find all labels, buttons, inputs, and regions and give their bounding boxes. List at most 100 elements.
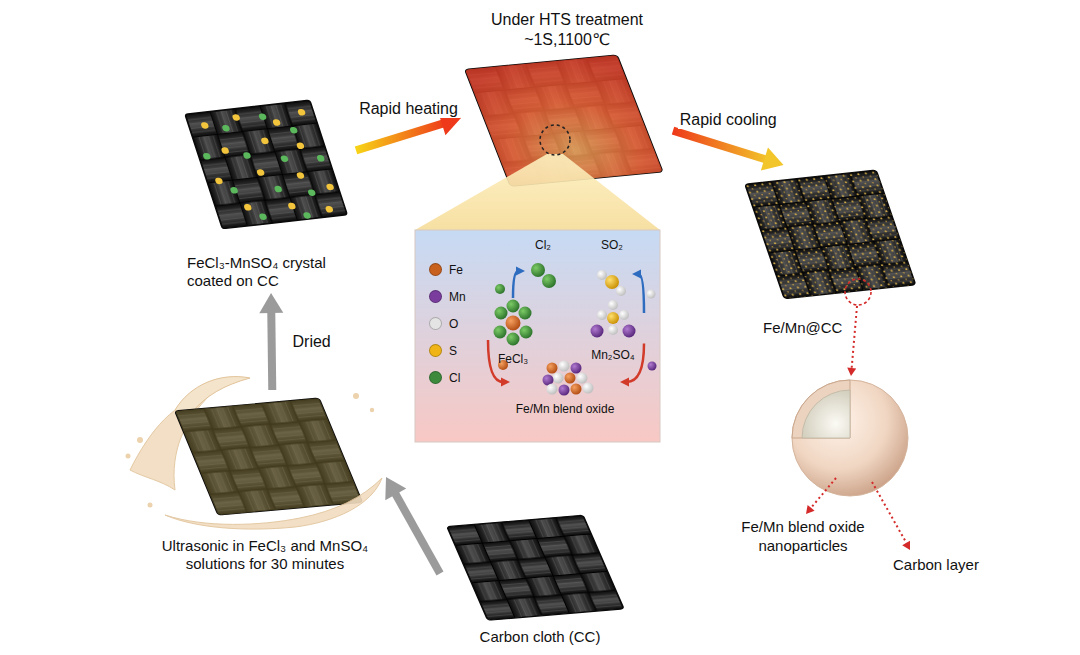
solution-splash-part: [370, 408, 374, 412]
carbon-cloth: [447, 515, 624, 620]
fecl3-cluster-part: [507, 333, 520, 346]
leader-arrow-part: [872, 482, 907, 544]
crystal-cloth-part-part: [297, 109, 306, 116]
process-arrow: [393, 490, 440, 573]
mnso4-cluster-part: [608, 300, 618, 310]
solution-splash: [126, 377, 375, 508]
molecule-group: Mn₂SO₄: [582, 296, 644, 364]
cl2-molecule: [531, 263, 556, 288]
so2-molecule-part: [616, 286, 626, 296]
crystal-cloth-part-part: [303, 212, 312, 219]
mnso4-cluster-part: [591, 325, 604, 338]
released-atom: [495, 284, 657, 371]
legend-row: O: [429, 310, 466, 337]
core-shell-particle-part: [792, 380, 908, 496]
step-label: Dried: [291, 332, 333, 351]
mnso4-cluster-part: [608, 325, 618, 335]
solution-splash-part: [148, 503, 153, 508]
molecule-label: Mn₂SO₄: [591, 348, 635, 363]
fecl3-cluster-part: [495, 307, 508, 320]
stage-caption: Fe/Mn@CC: [763, 319, 842, 338]
heated-cloth-part: [465, 55, 663, 186]
zoom-leader-part: [847, 368, 856, 376]
legend-row: Cl: [429, 364, 466, 391]
oxide-cluster-part: [547, 363, 558, 374]
legend-swatch: [429, 344, 442, 357]
solution-splash-part: [175, 377, 250, 415]
crystal-cloth-part-part: [260, 137, 269, 144]
legend-row: Mn: [429, 283, 466, 310]
product-cloth-part: [745, 170, 916, 298]
callout-label: Carbon layer: [893, 556, 993, 575]
zoom-circle: [540, 125, 570, 155]
arrow-head: [516, 267, 525, 276]
zoom-leader-part: [852, 306, 858, 370]
oxide-cluster-part: [553, 373, 564, 384]
soaked-cloth-part: [175, 398, 362, 515]
process-arrow: [271, 308, 272, 390]
molecule-group: Cl₂: [525, 238, 561, 293]
fecl3-cluster-part: [506, 316, 521, 331]
soaked-cloth: [175, 398, 362, 515]
molecule-label: FeCl₃: [498, 352, 528, 367]
solution-splash-part: [126, 454, 131, 459]
leader-arrow-part: [810, 478, 836, 509]
cl2-molecule-part: [531, 263, 545, 277]
oxide-cluster-part: [571, 384, 582, 395]
so2-molecule-part: [605, 275, 619, 289]
stage-product: Fe/Mn@CC: [745, 165, 920, 340]
molecule-group: FeCl₃: [488, 298, 538, 368]
crystal-cloth-part-part: [258, 213, 267, 220]
process-arrow: [513, 271, 518, 298]
legend-row: Fe: [429, 256, 466, 283]
stage-caption: FeCl₃-MnSO₄ crystal coated on CC: [187, 254, 348, 292]
fecl3-cluster-part: [520, 326, 533, 339]
released-atom-part: [648, 362, 657, 371]
oxide-cluster-part: [577, 373, 588, 384]
crystal-cloth-part-part: [214, 177, 223, 184]
arrow-head: [620, 378, 629, 387]
core-shell-particle: [792, 380, 908, 496]
oxide-cluster-part: [565, 373, 576, 384]
arrow-head: [632, 270, 641, 279]
molecule-group: SO₂: [592, 238, 632, 298]
carbon-cloth-part: [447, 515, 624, 620]
oxide-cluster-part: [559, 361, 570, 372]
solution-splash-part: [353, 393, 359, 399]
product-cloth: [745, 170, 916, 298]
fecl3-cluster-part: [507, 300, 520, 313]
reaction-panel: [415, 230, 660, 442]
legend-text: O: [449, 317, 458, 331]
zoom-circle: [845, 279, 871, 305]
crystal-cloth-part-part: [243, 204, 252, 211]
crystal-cloth-part-part: [200, 122, 209, 129]
zoom-leader: [847, 306, 857, 376]
mnso4-cluster-part: [619, 310, 629, 320]
arrow-head: [259, 293, 283, 313]
solution-splash: [165, 478, 382, 529]
crystal-cloth: [185, 100, 347, 228]
oxide-cluster-part: [543, 375, 554, 386]
crystal-cloth-part-part: [232, 114, 241, 121]
oxide-cluster-part: [547, 384, 558, 395]
oxide-cluster-part: [559, 385, 570, 396]
process-arrow: [356, 122, 447, 150]
legend-swatch: [429, 317, 442, 330]
crystal-cloth-part-part: [287, 202, 296, 209]
mnso4-cluster-part: [607, 312, 619, 324]
crystal-cloth-part-part: [258, 113, 267, 120]
step-label: Rapid heating: [357, 99, 460, 118]
stage-caption: Carbon cloth (CC): [480, 628, 601, 647]
crystal-cloth-part-part: [296, 142, 305, 149]
oxide-cluster-part: [583, 383, 594, 394]
heated-cloth-part: [465, 55, 663, 186]
oxide-cluster-part: [571, 363, 582, 374]
solution-splash-part: [130, 395, 210, 490]
step-label: Rapid cooling: [678, 110, 779, 129]
oxide-cluster: [543, 361, 594, 396]
legend-text: Fe: [449, 263, 463, 277]
heated-cloth: [465, 55, 663, 186]
stage-hts: Under HTS treatment ~1S,1100℃: [461, 10, 673, 190]
legend-text: S: [449, 344, 457, 358]
core-shell-particle-part: [802, 390, 850, 438]
